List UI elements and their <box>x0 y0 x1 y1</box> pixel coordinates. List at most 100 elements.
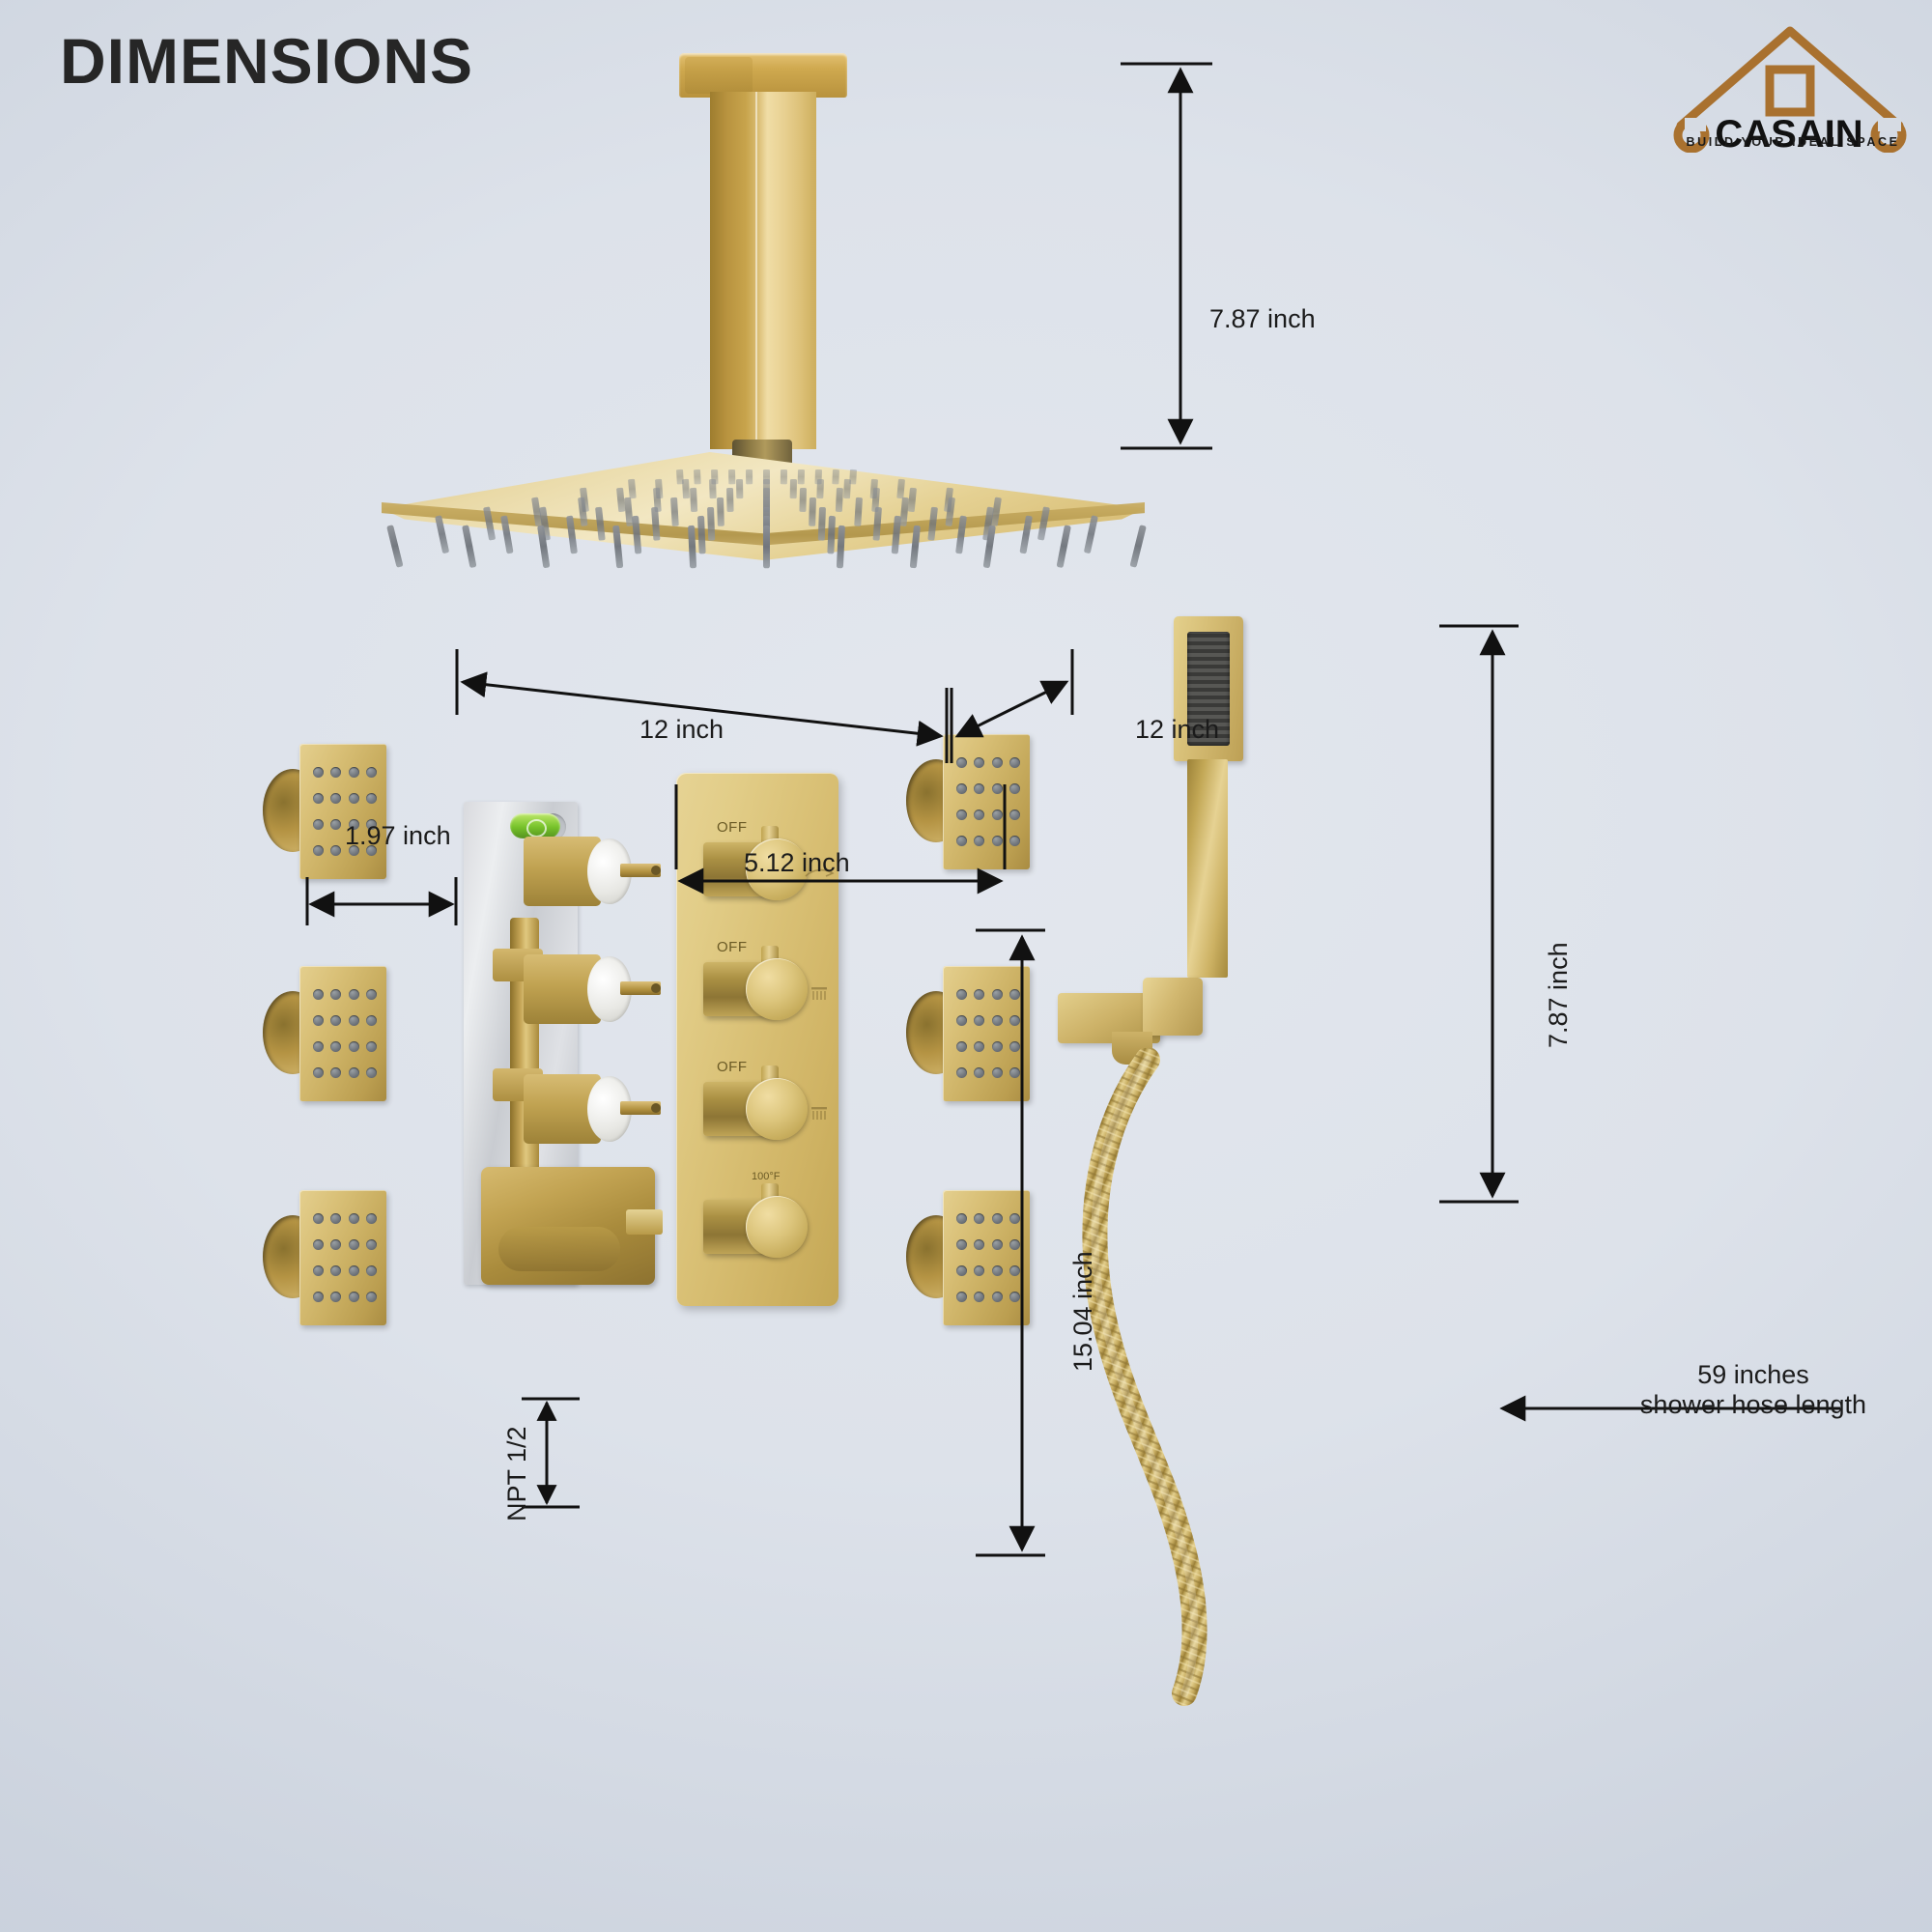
jet-nozzle <box>312 793 324 804</box>
jet-nozzle <box>330 1265 342 1276</box>
ceiling-flange <box>679 53 847 98</box>
shower-nozzle <box>697 516 706 554</box>
dimension-label-trim-height: 15.04 inch <box>1068 1251 1097 1372</box>
shower-nozzle <box>797 469 805 485</box>
jet-nozzle <box>955 783 967 794</box>
jet-nozzle <box>991 836 1003 846</box>
jet-nozzle <box>955 810 967 820</box>
jet-nozzle <box>348 1067 359 1078</box>
jet-nozzle <box>312 767 324 778</box>
cartridge-stem <box>620 864 661 877</box>
handheld-shower <box>1174 616 1243 978</box>
shower-nozzle <box>896 478 905 499</box>
shower-nozzle <box>483 506 497 541</box>
jet-nozzle <box>991 783 1003 794</box>
jet-nozzle <box>1009 989 1021 1000</box>
jet-nozzle <box>330 793 342 804</box>
jet-nozzle <box>1009 1239 1021 1250</box>
jet-nozzle <box>991 757 1003 768</box>
temperature-knob[interactable] <box>703 1183 811 1258</box>
shower-nozzle <box>832 469 839 485</box>
diverter-knob-3[interactable] <box>703 1065 827 1140</box>
jet-nozzle <box>974 783 985 794</box>
temperature-label: 100°F <box>752 1171 781 1182</box>
diverter-knob-2[interactable] <box>703 946 827 1020</box>
jet-nozzle <box>955 1239 967 1250</box>
shower-nozzle <box>835 488 843 513</box>
jet-nozzle <box>974 989 985 1000</box>
jet-nozzle <box>348 1292 359 1302</box>
jet-nozzle <box>974 1265 985 1276</box>
arm-tube <box>710 92 816 449</box>
jet-face <box>299 744 386 879</box>
page-title: DIMENSIONS <box>60 25 474 97</box>
jet-nozzle <box>991 1265 1003 1276</box>
shower-nozzle <box>763 469 770 485</box>
jet-nozzle <box>955 989 967 1000</box>
jet-nozzle <box>1009 810 1021 820</box>
jet-nozzle <box>312 845 324 856</box>
shower-nozzle <box>435 515 450 554</box>
shower-nozzle <box>690 488 698 513</box>
jet-nozzle <box>330 989 342 1000</box>
jet-nozzle <box>348 819 359 830</box>
jet-nozzle <box>366 1213 378 1224</box>
jet-nozzle <box>330 819 342 830</box>
jet-nozzle <box>348 767 359 778</box>
jet-nozzle <box>348 793 359 804</box>
rain-head-icon <box>811 987 827 1000</box>
jet-nozzle <box>1009 783 1021 794</box>
knob-cap <box>746 1196 808 1258</box>
shower-head-nozzles <box>382 452 1147 569</box>
shower-nozzle <box>682 478 691 498</box>
jet-nozzle <box>312 819 324 830</box>
jet-nozzle <box>1009 1292 1021 1302</box>
jet-nozzle-dots <box>952 750 1024 854</box>
shower-nozzle <box>780 469 787 485</box>
jet-nozzle-dots <box>309 1206 381 1310</box>
jet-nozzle <box>1009 1067 1021 1078</box>
jet-nozzle <box>330 1292 342 1302</box>
body-jets-icon <box>811 1107 827 1120</box>
valve-cartridge-1 <box>524 837 661 906</box>
shower-nozzle <box>1056 525 1071 569</box>
jet-nozzle <box>348 1213 359 1224</box>
brand-logo: CASAIN BUILD YOUR IDEAL SPACE <box>1669 17 1911 153</box>
jet-nozzle <box>366 767 378 778</box>
jet-nozzle <box>991 810 1003 820</box>
knob-cap <box>746 1078 827 1140</box>
jet-nozzle <box>330 767 342 778</box>
dimension-label-handheld-length: 7.87 inch <box>1544 942 1573 1048</box>
jet-nozzle <box>312 1213 324 1224</box>
hose-length-line1: 59 inches <box>1697 1360 1809 1389</box>
jet-nozzle <box>991 1041 1003 1052</box>
bubble-level <box>510 813 560 838</box>
jet-nozzle <box>1009 757 1021 768</box>
ceiling-shower-arm <box>679 53 847 449</box>
jet-nozzle <box>366 1239 378 1250</box>
shower-nozzle <box>827 516 836 554</box>
shower-nozzle <box>1037 506 1050 541</box>
jet-nozzle <box>955 1265 967 1276</box>
jet-nozzle <box>330 1067 342 1078</box>
jet-nozzle <box>312 1015 324 1026</box>
jet-nozzle <box>366 1292 378 1302</box>
jet-nozzle <box>348 845 359 856</box>
jet-nozzle <box>974 836 985 846</box>
jet-nozzle <box>312 1265 324 1276</box>
jet-nozzle <box>366 1067 378 1078</box>
jet-nozzle <box>330 1213 342 1224</box>
jet-nozzle <box>366 845 378 856</box>
shower-nozzle <box>854 497 863 526</box>
jet-nozzle <box>991 1067 1003 1078</box>
jet-nozzle <box>974 1292 985 1302</box>
jet-nozzle <box>974 1239 985 1250</box>
jet-nozzle <box>366 989 378 1000</box>
shower-nozzle <box>500 515 514 554</box>
jet-nozzle <box>991 1292 1003 1302</box>
dimension-label-showerhead-depth: 12 inch <box>1135 715 1220 744</box>
jet-nozzle <box>312 989 324 1000</box>
hose-length-line2: shower hose length <box>1639 1390 1867 1419</box>
jet-nozzle <box>330 1015 342 1026</box>
